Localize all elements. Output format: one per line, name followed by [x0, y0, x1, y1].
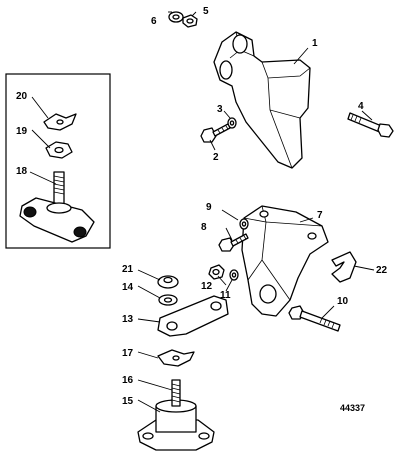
callout-17: 17 [122, 348, 134, 359]
callout-22: 22 [376, 265, 388, 276]
callout-labels: 1 2 3 4 5 6 7 8 9 10 11 12 13 14 15 16 1… [16, 6, 388, 413]
callout-14: 14 [122, 282, 134, 293]
bracket-part-7 [241, 205, 329, 317]
callout-2: 2 [213, 152, 219, 163]
washer-part-11 [229, 269, 239, 281]
callout-13: 13 [122, 314, 134, 325]
callout-6: 6 [151, 16, 157, 27]
washer-part-14 [158, 294, 178, 306]
leader-lines [29, 11, 375, 413]
inset-box [5, 73, 111, 249]
washer-part-9 [239, 218, 249, 230]
callout-3: 3 [217, 104, 223, 115]
nut-part-6 [168, 11, 184, 23]
bolt-part-8 [218, 233, 249, 252]
callout-15: 15 [122, 396, 134, 407]
callout-5: 5 [203, 6, 209, 17]
bolt-part-2 [200, 123, 231, 143]
wingnut-part-20 [43, 113, 77, 131]
callout-18: 18 [16, 166, 28, 177]
link-part-18 [19, 171, 95, 243]
callout-11: 11 [220, 290, 231, 301]
link-part-13 [157, 295, 229, 337]
callout-20: 20 [16, 91, 28, 102]
nut-part-19 [45, 141, 73, 159]
nut-part-21 [157, 275, 179, 289]
callout-8: 8 [201, 222, 207, 233]
callout-21: 21 [122, 264, 134, 275]
callout-9: 9 [206, 202, 212, 213]
bolt-part-4 [347, 112, 394, 138]
wingnut-part-17 [157, 349, 195, 367]
callout-12: 12 [201, 281, 213, 292]
mount-part-15 [137, 399, 215, 451]
clip-part-22 [331, 251, 357, 283]
callout-4: 4 [358, 101, 364, 112]
washer-part-3 [227, 117, 237, 129]
nut-part-12 [208, 264, 225, 280]
callout-7: 7 [317, 210, 323, 221]
callout-19: 19 [16, 126, 28, 137]
stud-part-16 [171, 379, 181, 407]
washer-part-5 [182, 14, 198, 28]
callout-1: 1 [312, 38, 318, 49]
bolt-part-10 [288, 305, 341, 332]
callout-16: 16 [122, 375, 134, 386]
figure-number: 44337 [340, 403, 365, 413]
callout-10: 10 [337, 296, 349, 307]
bracket-part-1 [213, 31, 311, 169]
